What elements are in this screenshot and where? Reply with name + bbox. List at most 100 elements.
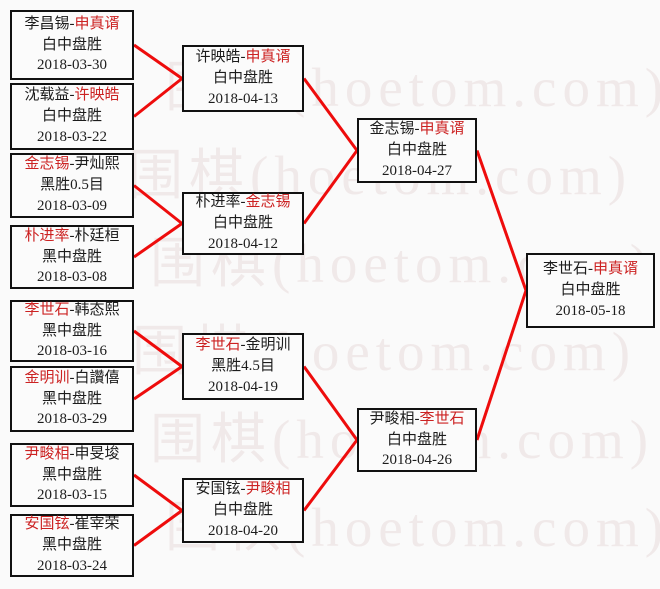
match-date: 2018-03-22 [37,128,107,145]
match-result: 黑中盘胜 [41,248,102,265]
match-date: 2018-03-29 [37,411,107,428]
match-players: 安国铉-崔宰荣 [24,514,119,535]
player-separator: - [414,121,420,138]
match-box-r2m2: 朴进率-金志锡白中盘胜 2018-04-12 [182,192,304,255]
match-date: 2018-03-08 [37,269,107,286]
match-result: 白中盘胜 [212,502,273,519]
match-players: 沈载益-许映皓 [24,85,119,106]
match-box-r2m3: 李世石-金明训黑胜4.5目 2018-04-19 [182,333,304,400]
connector-r1m3-to-r2m2 [133,184,183,225]
match-box-r1m8: 安国铉-崔宰荣黑中盘胜 2018-03-24 [10,514,134,577]
match-result: 白中盘胜 [386,431,447,448]
match-players: 朴进率-朴廷桓 [24,226,119,247]
match-date: 2018-03-30 [37,57,107,74]
player-separator: - [240,194,246,211]
match-box-r1m6: 金明训-白讚僖黑中盘胜 2018-03-29 [10,366,134,432]
match-date: 2018-03-24 [37,557,107,574]
player-separator: - [69,301,75,318]
player-right: 崔宰荣 [74,516,120,533]
match-result: 黑胜4.5目 [211,358,275,375]
connector-r1m4-to-r2m2 [133,222,183,259]
player-left: 朴进率 [24,227,70,244]
connector-r1m1-to-r2m1 [133,43,183,80]
match-date: 2018-04-26 [382,452,452,469]
player-left: 安国铉 [24,516,70,533]
match-result: 白中盘胜 [212,70,273,87]
match-result: 黑中盘胜 [41,322,102,339]
player-separator: - [240,49,246,66]
player-left: 李世石 [542,261,588,278]
match-box-sfm2: 尹畯相-李世石白中盘胜 2018-04-26 [357,408,477,472]
match-players: 许映皓-申真谞 [195,47,290,68]
match-result: 黑中盘胜 [41,390,102,407]
match-players: 李世石-韩态熙 [24,300,119,321]
connector-r1m8-to-r2m4 [133,509,183,547]
match-players: 尹畯相-申旻埈 [24,444,119,465]
player-separator: - [69,15,75,32]
player-right: 尹畯相 [245,481,291,498]
match-date: 2018-03-09 [37,197,107,214]
player-left: 李昌锡 [24,15,70,32]
match-players: 金志锡-申真谞 [369,119,464,140]
player-right: 申旻埈 [74,445,120,462]
connector-r2m3-to-sfm2 [302,365,359,441]
player-left: 许映皓 [195,49,241,66]
player-right: 朴廷桓 [74,227,120,244]
player-right: 韩态熙 [74,301,120,318]
match-date: 2018-04-20 [208,522,278,539]
match-date: 2018-04-19 [208,378,278,395]
connector-r2m1-to-sfm1 [302,77,359,152]
player-separator: - [69,87,75,104]
player-separator: - [69,445,75,462]
connector-r1m6-to-r2m3 [133,365,183,401]
match-box-fm1: 李世石-申真谞白中盘胜 2018-05-18 [526,253,655,328]
match-result: 黑中盘胜 [41,537,102,554]
player-right: 申真谞 [74,15,120,32]
match-players: 李世石-金明训 [195,335,290,356]
player-right: 金明训 [245,337,291,354]
match-result: 白中盘胜 [212,215,273,232]
player-left: 尹畯相 [369,410,415,427]
player-right: 申真谞 [593,261,639,278]
connector-r2m4-to-sfm2 [302,439,359,512]
player-left: 金志锡 [24,156,70,173]
match-players: 尹畯相-李世石 [369,409,464,430]
player-left: 金志锡 [369,121,415,138]
match-result: 白中盘胜 [41,108,102,125]
player-left: 安国铉 [195,481,241,498]
match-players: 朴进率-金志锡 [195,192,290,213]
match-box-r1m2: 沈载益-许映皓白中盘胜 2018-03-22 [10,83,134,150]
player-left: 李世石 [24,301,70,318]
match-players: 李世石-申真谞 [543,259,638,280]
connector-r1m2-to-r2m1 [133,77,183,118]
player-left: 金明训 [24,369,70,386]
player-left: 沈载益 [24,87,70,104]
player-separator: - [69,156,75,173]
player-right: 申真谞 [419,121,465,138]
match-date: 2018-04-12 [208,235,278,252]
match-result: 白中盘胜 [386,142,447,159]
player-left: 李世石 [195,337,241,354]
player-separator: - [69,369,75,386]
player-separator: - [240,337,246,354]
player-left: 尹畯相 [24,445,70,462]
match-date: 2018-05-18 [555,302,626,319]
player-left: 朴进率 [195,194,241,211]
match-date: 2018-03-15 [37,487,107,504]
match-result: 白中盘胜 [560,282,621,299]
match-date: 2018-03-16 [37,343,107,360]
player-right: 白讚僖 [74,369,120,386]
connector-r2m2-to-sfm1 [302,149,359,225]
player-separator: - [414,410,420,427]
player-separator: - [69,227,75,244]
match-players: 金志锡-尹灿熙 [24,154,119,175]
